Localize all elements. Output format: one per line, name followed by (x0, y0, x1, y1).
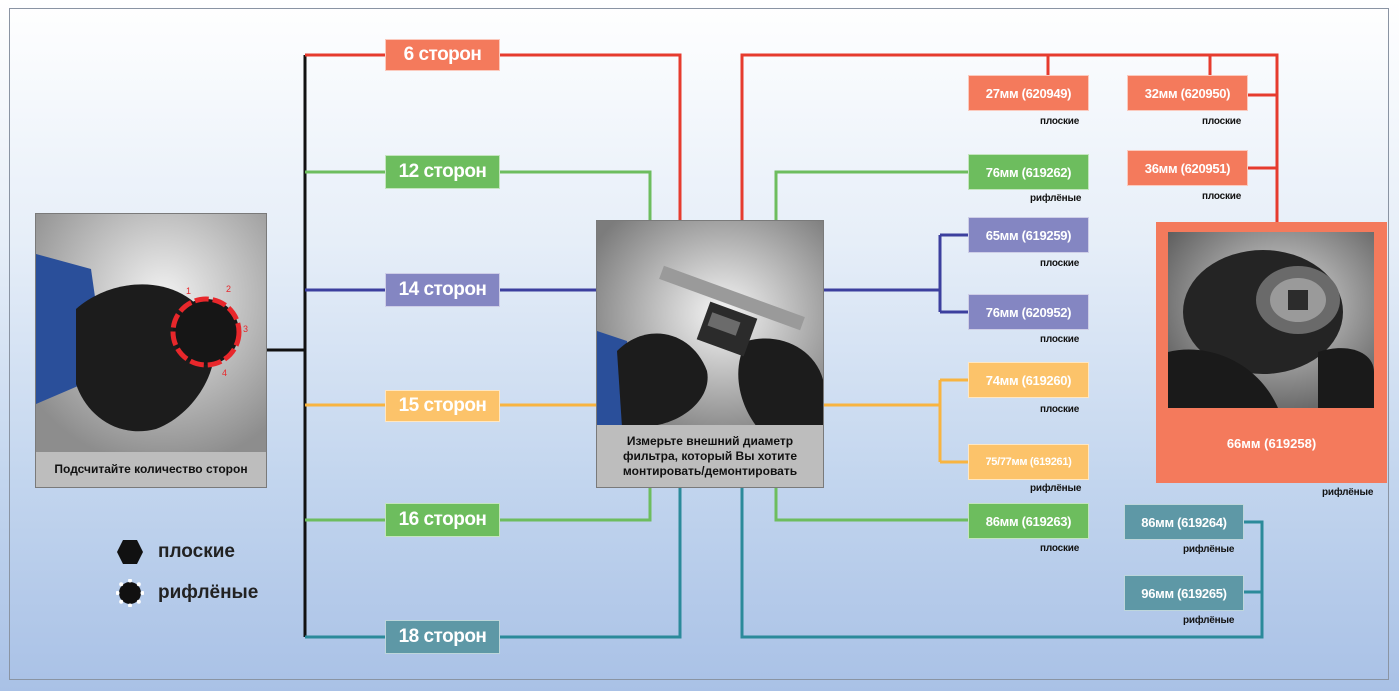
legend-flat-label: плоские (158, 541, 235, 562)
hand-on-oil-filter-counting-sides: 2 3 4 1 (36, 214, 266, 454)
type-caption-86mm-619263: плоские (1040, 543, 1080, 554)
diagram-frame (9, 8, 1389, 680)
svg-text:4: 4 (222, 368, 227, 378)
type-caption-75-77mm: рифлёные (1030, 483, 1082, 494)
type-caption-96mm: рифлёные (1183, 615, 1235, 626)
type-caption-32mm: плоские (1202, 116, 1242, 127)
size-box-76mm-619262[interactable]: 76мм (619262) (968, 154, 1089, 190)
sides-box-14[interactable]: 14 сторон (385, 273, 500, 307)
line-18-sides (305, 488, 682, 639)
size-box-27mm[interactable]: 27мм (620949) (968, 75, 1089, 111)
sides-box-18[interactable]: 18 сторон (385, 620, 500, 654)
oil-filter-wrench-socket (1168, 232, 1374, 408)
size-box-74mm[interactable]: 74мм (619260) (968, 362, 1089, 398)
sides-box-15[interactable]: 15 сторон (385, 390, 500, 422)
svg-text:2: 2 (226, 284, 231, 294)
legend-ribbed: рифлёные (116, 579, 258, 607)
type-caption-27mm: плоские (1040, 116, 1080, 127)
size-box-75-77mm[interactable]: 75/77мм (619261) (968, 444, 1089, 480)
line-12-sides (305, 170, 652, 220)
size-box-65mm[interactable]: 65мм (619259) (968, 217, 1089, 253)
line-green-right-top (774, 170, 968, 220)
legend-flat: плоские (116, 539, 235, 565)
line-green-right-bottom (774, 488, 968, 522)
size-box-86mm-619264[interactable]: 86мм (619264) (1124, 504, 1244, 540)
size-box-36mm[interactable]: 36мм (620951) (1127, 150, 1248, 186)
type-caption-76mm-619262: рифлёные (1030, 193, 1082, 204)
size-box-86mm-619263[interactable]: 86мм (619263) (968, 503, 1089, 539)
type-caption-65mm: плоские (1040, 258, 1080, 269)
line-yellow-right (824, 378, 968, 464)
size-card-66mm-label: 66мм (619258) (1226, 436, 1317, 451)
hand-with-digital-caliper (597, 221, 823, 427)
line-red-right (740, 53, 1279, 222)
measure-diameter-caption: Измерьте внешний диаметр фильтра, которы… (597, 425, 823, 487)
measure-diameter-photo: Измерьте внешний диаметр фильтра, которы… (596, 220, 824, 488)
type-caption-86mm-619264: рифлёные (1183, 544, 1235, 555)
size-box-32mm[interactable]: 32мм (620950) (1127, 75, 1248, 111)
line-teal-right (740, 488, 1264, 639)
size-card-66mm[interactable]: 66мм (619258) (1156, 222, 1387, 483)
trunk-line (267, 55, 307, 637)
type-caption-66mm: рифлёные (1322, 487, 1374, 498)
size-box-76mm-620952[interactable]: 76мм (620952) (968, 294, 1089, 330)
scalloped-circle-icon (116, 579, 144, 607)
size-box-96mm[interactable]: 96мм (619265) (1124, 575, 1244, 611)
svg-text:1: 1 (186, 286, 191, 296)
line-6-sides (305, 53, 682, 220)
sides-box-12[interactable]: 12 сторон (385, 155, 500, 189)
svg-text:3: 3 (243, 324, 248, 334)
count-sides-photo: 2 3 4 1 Подсчитайте количество сторон (35, 213, 267, 488)
count-sides-caption: Подсчитайте количество сторон (36, 452, 266, 487)
hexagon-icon (117, 540, 143, 564)
type-caption-36mm: плоские (1202, 191, 1242, 202)
sides-box-16[interactable]: 16 сторон (385, 503, 500, 537)
line-16-sides (305, 488, 652, 522)
sides-box-6[interactable]: 6 сторон (385, 39, 500, 71)
legend-ribbed-label: рифлёные (158, 582, 259, 603)
type-caption-74mm: плоские (1040, 404, 1080, 415)
type-caption-76mm-620952: плоские (1040, 334, 1080, 345)
line-purple-right (824, 233, 968, 314)
